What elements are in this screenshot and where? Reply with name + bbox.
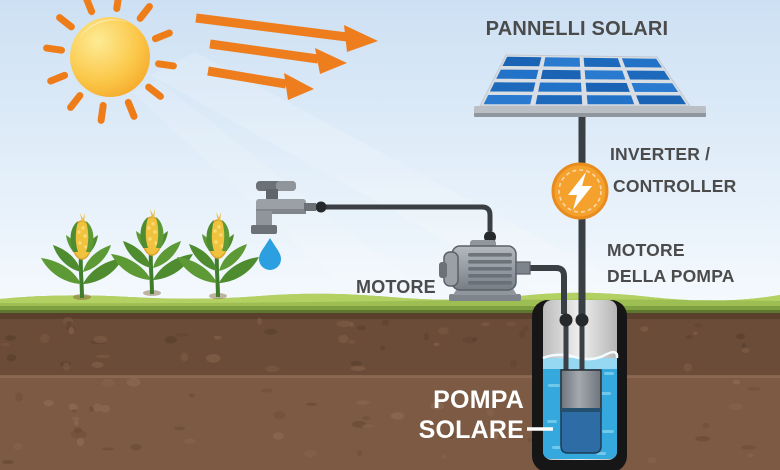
solar-pump-label: POMPA SOLARE bbox=[416, 385, 524, 445]
solar-pump-label-line1: POMPA bbox=[433, 386, 524, 414]
faucet-to-motor-cable bbox=[320, 204, 493, 231]
solar-panel bbox=[474, 54, 706, 117]
faucet-icon bbox=[251, 181, 316, 234]
submersible-pump bbox=[560, 369, 602, 454]
pump-motor-label: MOTORE DELLA POMPA bbox=[607, 237, 735, 289]
panels-label: PANNELLI SOLARI bbox=[485, 18, 669, 40]
water-drop-icon bbox=[259, 238, 281, 270]
pump-motor-label-line2: DELLA POMPA bbox=[607, 266, 735, 286]
inverter-label-line1: INVERTER / bbox=[610, 144, 711, 164]
ground bbox=[0, 292, 780, 470]
pump-motor-label-line1: MOTORE bbox=[607, 240, 685, 260]
inverter-controller-label: INVERTER / CONTROLLER bbox=[610, 138, 737, 202]
motor-to-well-pipe bbox=[528, 265, 567, 314]
lightning-bolt-icon bbox=[568, 172, 592, 210]
soil-upper-layer bbox=[0, 313, 780, 376]
sun-rays-icon bbox=[43, 0, 177, 124]
sun-icon bbox=[43, 0, 177, 124]
inverter-label-line2: CONTROLLER bbox=[613, 176, 737, 196]
surface-motor-label: MOTORE bbox=[356, 277, 436, 297]
soil-lower-layer bbox=[0, 376, 780, 470]
solar-pump-label-line2: SOLARE bbox=[418, 416, 524, 444]
surface-motor bbox=[439, 240, 531, 301]
inverter-controller-icon bbox=[551, 162, 609, 220]
three-orange-arrows-icon bbox=[195, 13, 378, 100]
solar-panel-cells bbox=[483, 56, 687, 105]
